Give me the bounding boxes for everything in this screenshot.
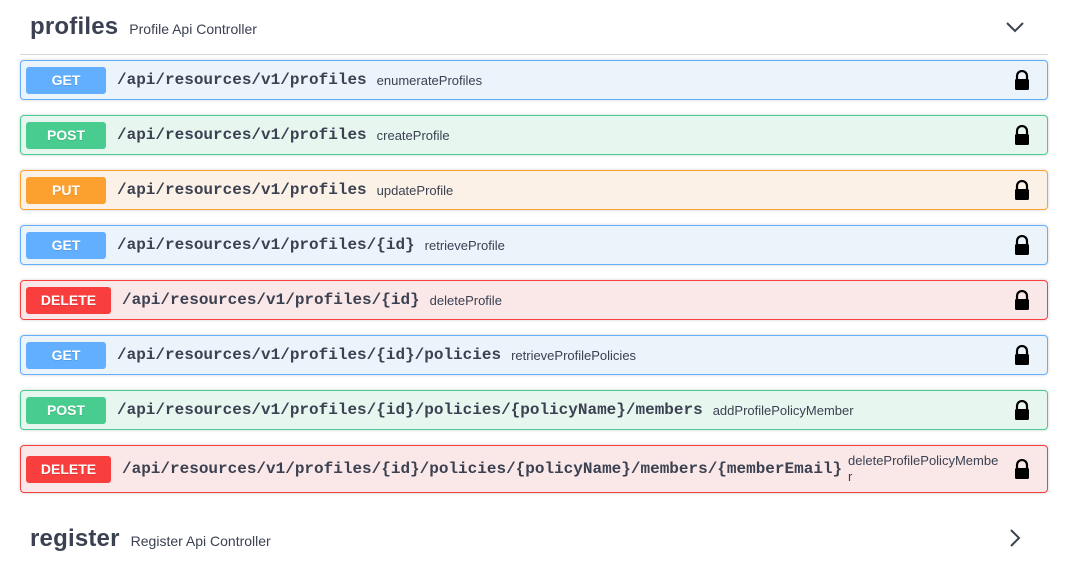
operation-path: /api/resources/v1/profiles/{id}/policies…	[117, 401, 703, 419]
register-section-header[interactable]: register Register Api Controller	[20, 514, 1048, 564]
lock-icon[interactable]	[1013, 345, 1031, 365]
section-description: Register Api Controller	[130, 533, 271, 549]
chevron-right-icon[interactable]	[1004, 527, 1026, 549]
operation-summary: addProfilePolicyMember	[712, 402, 854, 418]
operation-summary: deleteProfilePolicyMember	[848, 453, 999, 484]
section-title: profiles	[30, 13, 119, 40]
method-badge: POST	[26, 121, 106, 149]
operation-get-profile-policies[interactable]: GET /api/resources/v1/profiles/{id}/poli…	[20, 335, 1048, 375]
method-badge: DELETE	[26, 455, 111, 483]
operation-path: /api/resources/v1/profiles/{id}	[117, 236, 415, 254]
operation-get-profile-by-id[interactable]: GET /api/resources/v1/profiles/{id} retr…	[20, 225, 1048, 265]
operation-summary: createProfile	[376, 127, 450, 143]
section-description: Profile Api Controller	[129, 21, 257, 37]
chevron-down-icon[interactable]	[1004, 16, 1026, 38]
operation-path: /api/resources/v1/profiles	[117, 126, 367, 144]
section-title: register	[30, 525, 120, 552]
profiles-section-header[interactable]: profiles Profile Api Controller	[20, 0, 1048, 55]
operation-delete-profile-by-id[interactable]: DELETE /api/resources/v1/profiles/{id} d…	[20, 280, 1048, 320]
lock-icon[interactable]	[1013, 400, 1031, 420]
operations-list: GET /api/resources/v1/profiles enumerate…	[20, 60, 1048, 493]
operation-summary: updateProfile	[376, 182, 454, 198]
lock-icon[interactable]	[1013, 290, 1031, 310]
operation-post-profiles[interactable]: POST /api/resources/v1/profiles createPr…	[20, 115, 1048, 155]
operation-path: /api/resources/v1/profiles	[117, 71, 367, 89]
method-badge: DELETE	[26, 286, 111, 314]
operation-summary: retrieveProfilePolicies	[511, 347, 637, 363]
operation-path: /api/resources/v1/profiles/{id}/policies	[117, 346, 502, 364]
operation-delete-policy-member[interactable]: DELETE /api/resources/v1/profiles/{id}/p…	[20, 445, 1048, 493]
lock-icon[interactable]	[1013, 180, 1031, 200]
method-badge: GET	[26, 341, 106, 369]
method-badge: PUT	[26, 176, 106, 204]
lock-icon[interactable]	[1013, 125, 1031, 145]
method-badge: GET	[26, 231, 106, 259]
lock-icon[interactable]	[1013, 70, 1031, 90]
operation-summary: retrieveProfile	[424, 237, 505, 253]
operation-summary: deleteProfile	[429, 292, 502, 308]
operation-path: /api/resources/v1/profiles	[117, 181, 367, 199]
lock-icon[interactable]	[1013, 459, 1031, 479]
operation-post-policy-member[interactable]: POST /api/resources/v1/profiles/{id}/pol…	[20, 390, 1048, 430]
operation-put-profiles[interactable]: PUT /api/resources/v1/profiles updatePro…	[20, 170, 1048, 210]
operation-get-profiles[interactable]: GET /api/resources/v1/profiles enumerate…	[20, 60, 1048, 100]
operation-summary: enumerateProfiles	[376, 72, 483, 88]
lock-icon[interactable]	[1013, 235, 1031, 255]
method-badge: GET	[26, 66, 106, 94]
method-badge: POST	[26, 396, 106, 424]
operation-path: /api/resources/v1/profiles/{id}/policies…	[122, 460, 843, 478]
operation-path: /api/resources/v1/profiles/{id}	[122, 291, 420, 309]
